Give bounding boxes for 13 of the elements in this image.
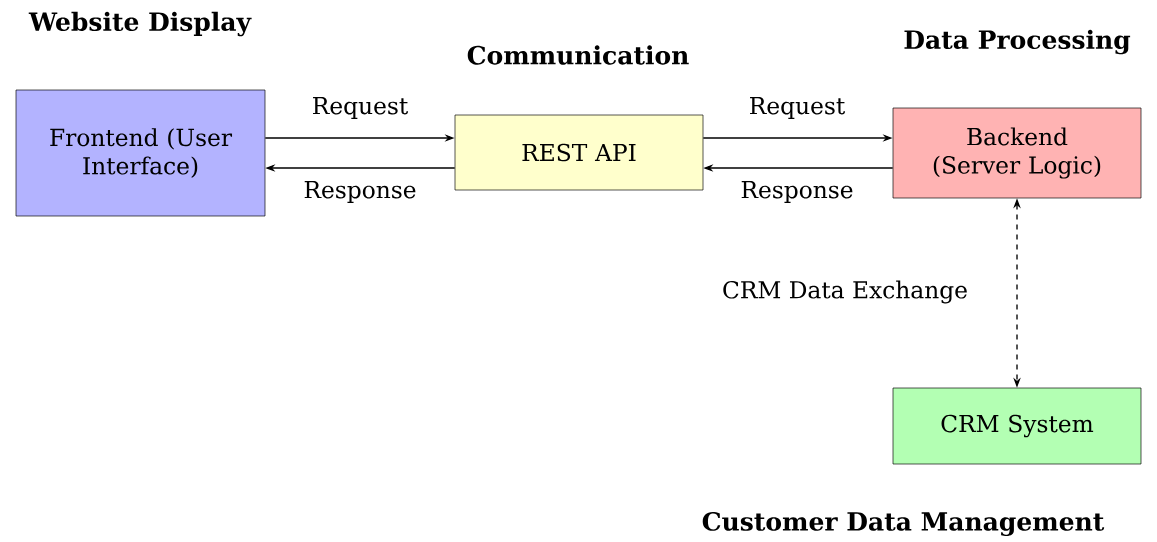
section-heading: Website Display	[28, 11, 252, 37]
edge-label: Response	[738, 179, 856, 205]
process-box: CRM System	[892, 387, 1142, 465]
process-box: Backend (Server Logic)	[892, 107, 1142, 199]
edge-label: Request	[747, 95, 847, 121]
edge-label: Request	[310, 95, 410, 121]
section-heading: Data Processing	[904, 29, 1131, 55]
process-box: Frontend (User Interface)	[15, 89, 266, 217]
section-heading: Customer Data Management	[702, 511, 1105, 537]
edge-label: Response	[301, 179, 419, 205]
edge-label: CRM Data Exchange	[720, 278, 970, 306]
section-heading: Communication	[467, 45, 689, 65]
process-box: REST API	[454, 114, 704, 191]
